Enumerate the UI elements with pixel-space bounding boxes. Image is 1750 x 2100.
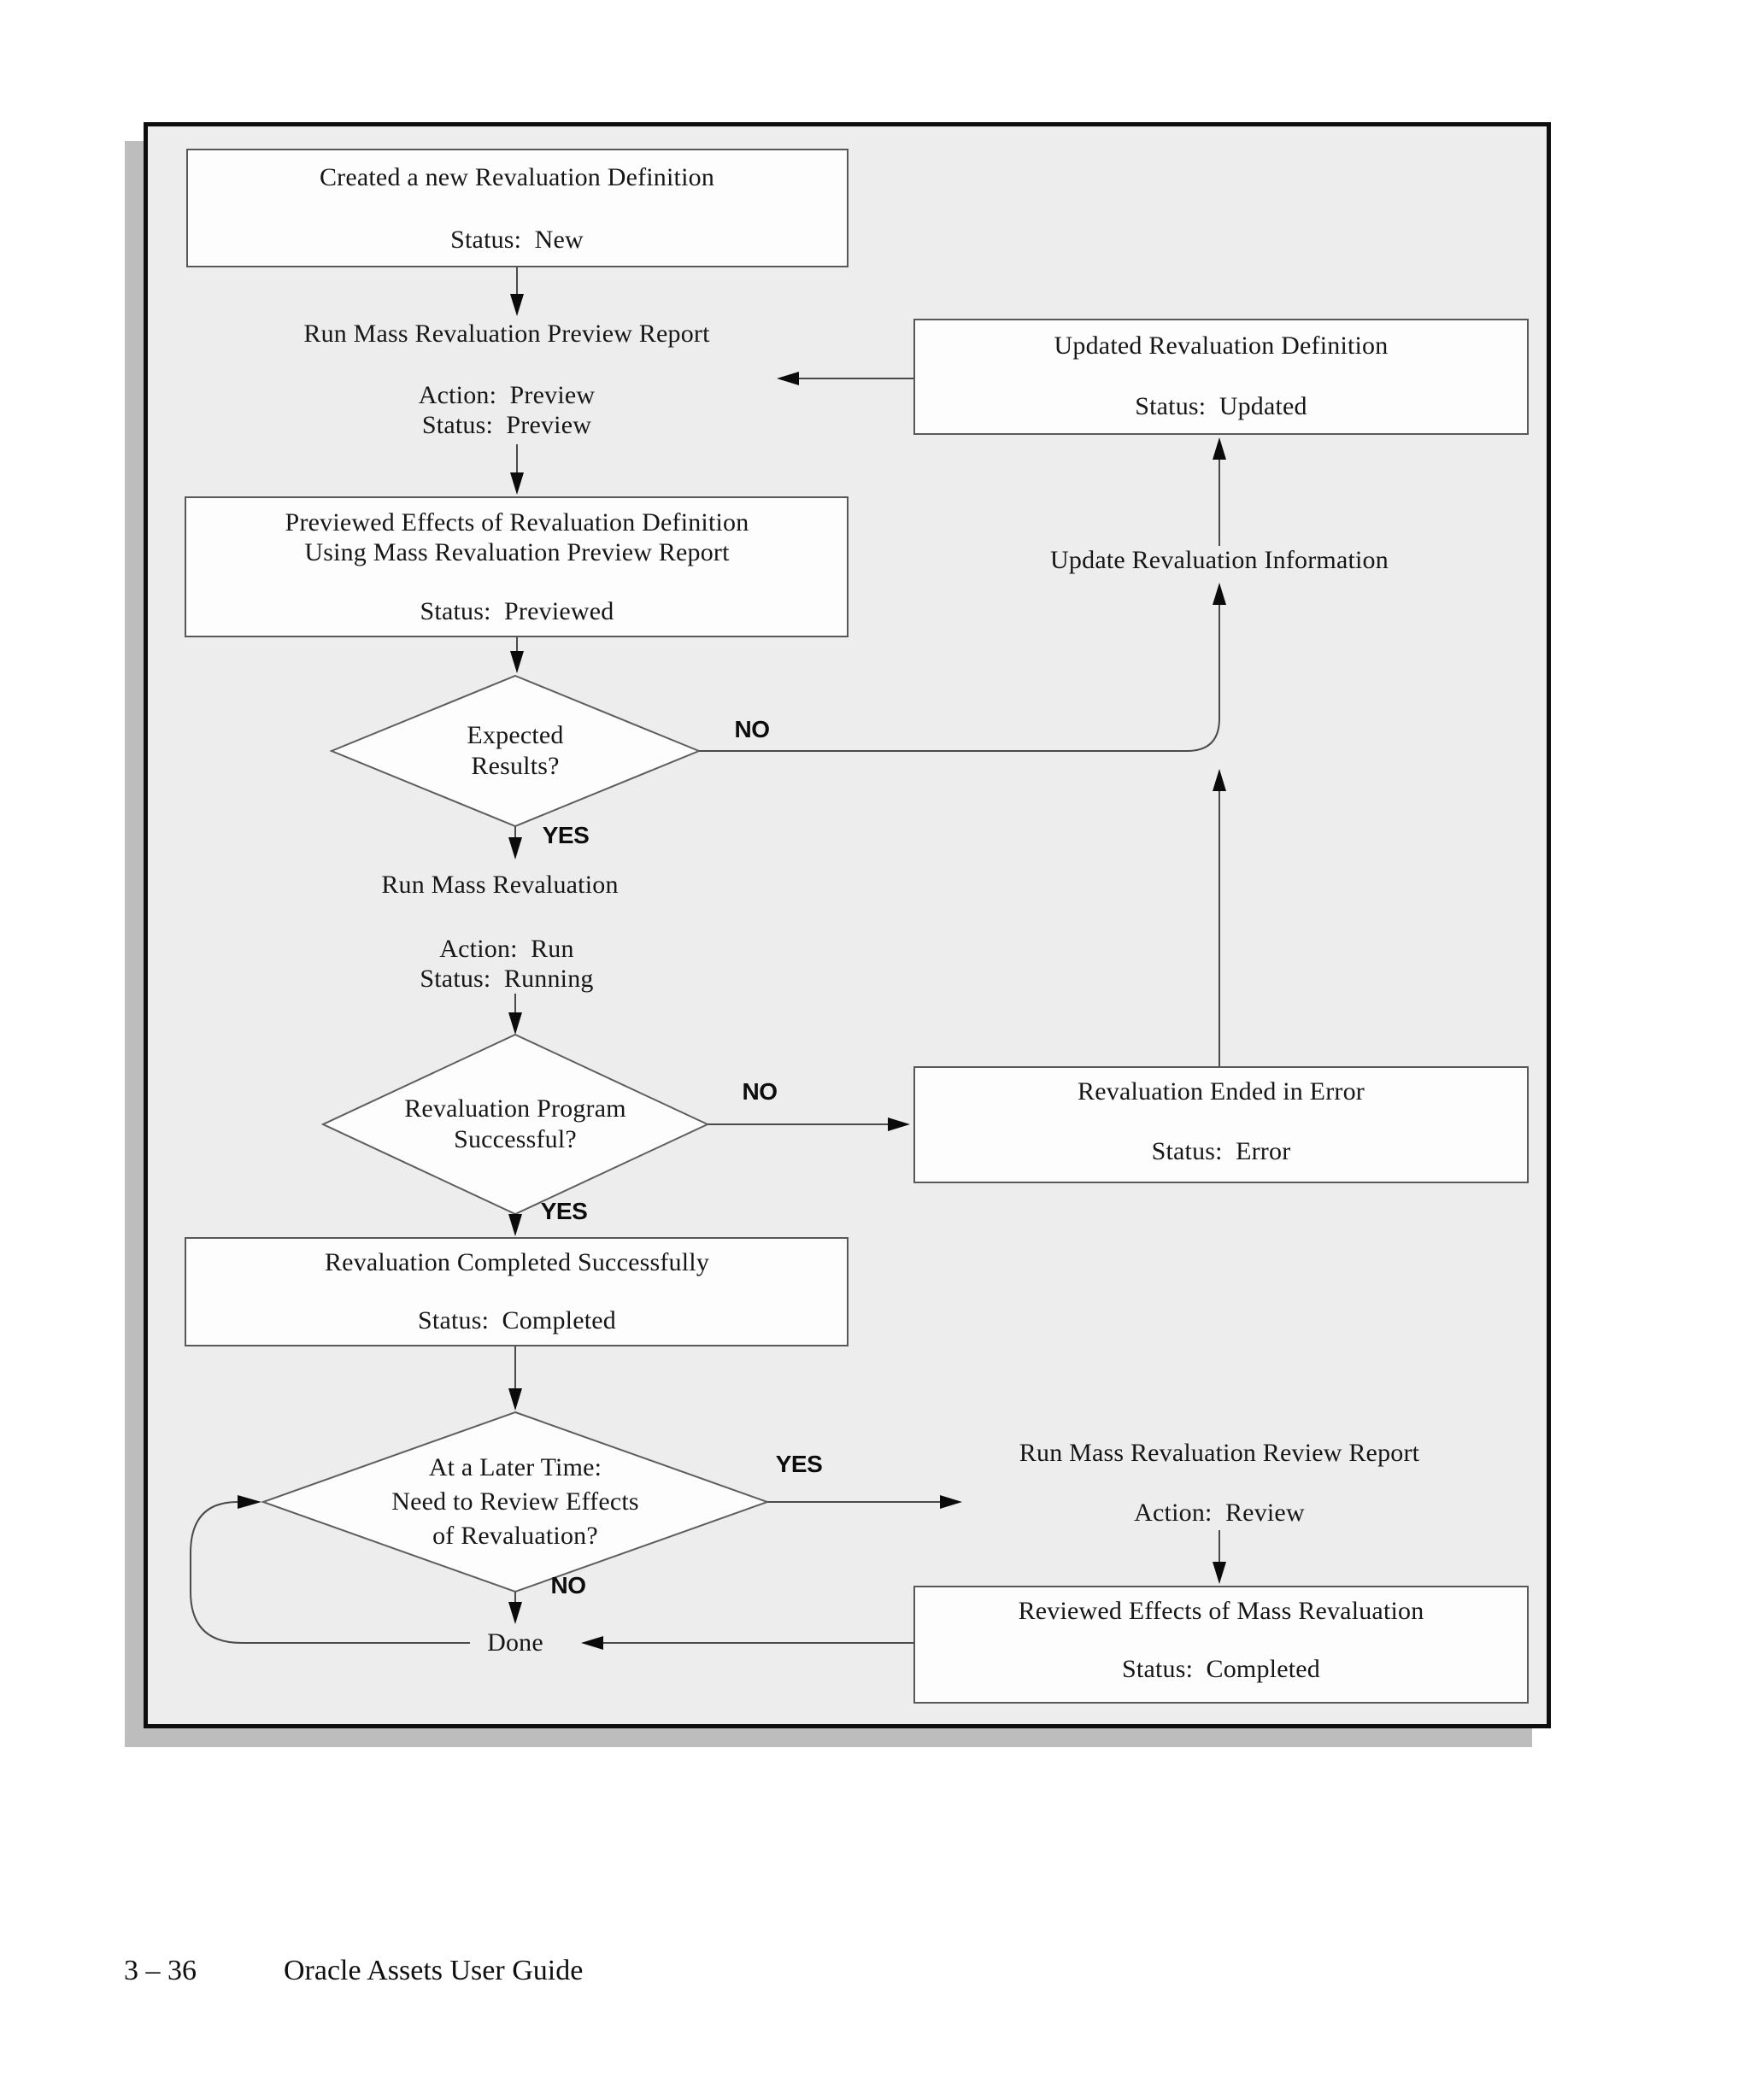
update-info-label: Update Revaluation Information: [1050, 546, 1389, 574]
later-line2: Need to Review Effects: [391, 1487, 639, 1516]
run-preview-status: Status: Preview: [421, 411, 592, 439]
program-successful-diamond: [320, 1033, 710, 1216]
reviewed-title: Reviewed Effects of Mass Revaluation: [1018, 1597, 1424, 1625]
arrow-expected-no-to-update-info: [699, 583, 1226, 752]
later-line1: At a Later Time:: [428, 1453, 602, 1481]
successful-line2: Successful?: [454, 1125, 577, 1153]
later-line3: of Revaluation?: [432, 1522, 598, 1550]
page-footer: 3 – 36 Oracle Assets User Guide: [124, 1955, 583, 1987]
arrow-successful-no: [708, 1117, 910, 1131]
previewed-status: Status: Previewed: [420, 597, 614, 625]
expected-line2: Results?: [471, 752, 560, 780]
created-title: Created a new Revaluation Definition: [319, 163, 715, 191]
previewed-box: [185, 496, 849, 637]
error-title: Revaluation Ended in Error: [1078, 1077, 1365, 1106]
error-status: Status: Error: [1151, 1137, 1291, 1165]
arrow-done-loop-to-later: [190, 1495, 470, 1644]
arrow-created-to-run-preview: [510, 266, 524, 316]
arrow-reviewed-to-done: [581, 1636, 913, 1650]
previewed-title-line2: Using Mass Revaluation Preview Report: [304, 538, 730, 566]
run-review-action: Action: Review: [1134, 1499, 1305, 1527]
updated-box: [913, 319, 1529, 435]
later-no-label: NO: [550, 1572, 587, 1598]
arrow-expected-yes: [508, 826, 522, 859]
successful-yes-label: YES: [540, 1198, 588, 1224]
reviewed-box: [913, 1586, 1529, 1704]
completed-box: [185, 1237, 849, 1346]
updated-title: Updated Revaluation Definition: [1054, 331, 1389, 360]
successful-no-label: NO: [742, 1078, 778, 1105]
previewed-title-line1: Previewed Effects of Revaluation Definit…: [285, 508, 749, 537]
footer-book-title: Oracle Assets User Guide: [284, 1955, 584, 1986]
updated-status: Status: Updated: [1135, 392, 1307, 420]
run-review-title: Run Mass Revaluation Review Report: [1019, 1439, 1420, 1467]
arrow-completed-to-later: [508, 1346, 522, 1411]
expected-line1: Expected: [467, 721, 564, 749]
reviewed-status: Status: Completed: [1122, 1655, 1320, 1683]
arrow-previewed-to-expected: [510, 637, 524, 673]
footer-page-number: 3 – 36: [124, 1955, 197, 1986]
arrow-review-to-reviewed: [1213, 1530, 1226, 1584]
arrow-update-info-to-updated: [1213, 437, 1226, 546]
expected-yes-label: YES: [542, 822, 590, 848]
arrow-later-yes: [767, 1495, 962, 1509]
created-box: [186, 149, 849, 267]
arrow-run-mass-to-successful: [508, 994, 522, 1035]
arrow-error-to-junction: [1213, 769, 1226, 1066]
expected-results-diamond: [329, 674, 702, 828]
run-preview-title: Run Mass Revaluation Preview Report: [303, 320, 710, 348]
expected-no-label: NO: [734, 716, 771, 742]
arrow-later-no-to-done: [508, 1592, 522, 1624]
completed-status: Status: Completed: [418, 1306, 616, 1334]
successful-line1: Revaluation Program: [404, 1094, 626, 1123]
run-preview-action: Action: Preview: [418, 381, 596, 409]
run-mass-action: Action: Run: [439, 935, 574, 963]
completed-title: Revaluation Completed Successfully: [324, 1248, 710, 1276]
later-yes-label: YES: [775, 1451, 823, 1477]
done-label: Done: [487, 1628, 543, 1657]
created-status: Status: New: [450, 226, 584, 254]
arrow-updated-to-run-preview: [777, 372, 913, 385]
flow-connectors: [190, 266, 1226, 1650]
run-mass-title: Run Mass Revaluation: [381, 871, 619, 899]
run-mass-status: Status: Running: [420, 965, 594, 993]
flowchart-panel: Created a new Revaluation Definition Sta…: [144, 122, 1551, 1728]
arrow-successful-yes: [508, 1214, 522, 1236]
arrow-run-preview-to-previewed: [510, 444, 524, 495]
error-box: [913, 1066, 1529, 1183]
